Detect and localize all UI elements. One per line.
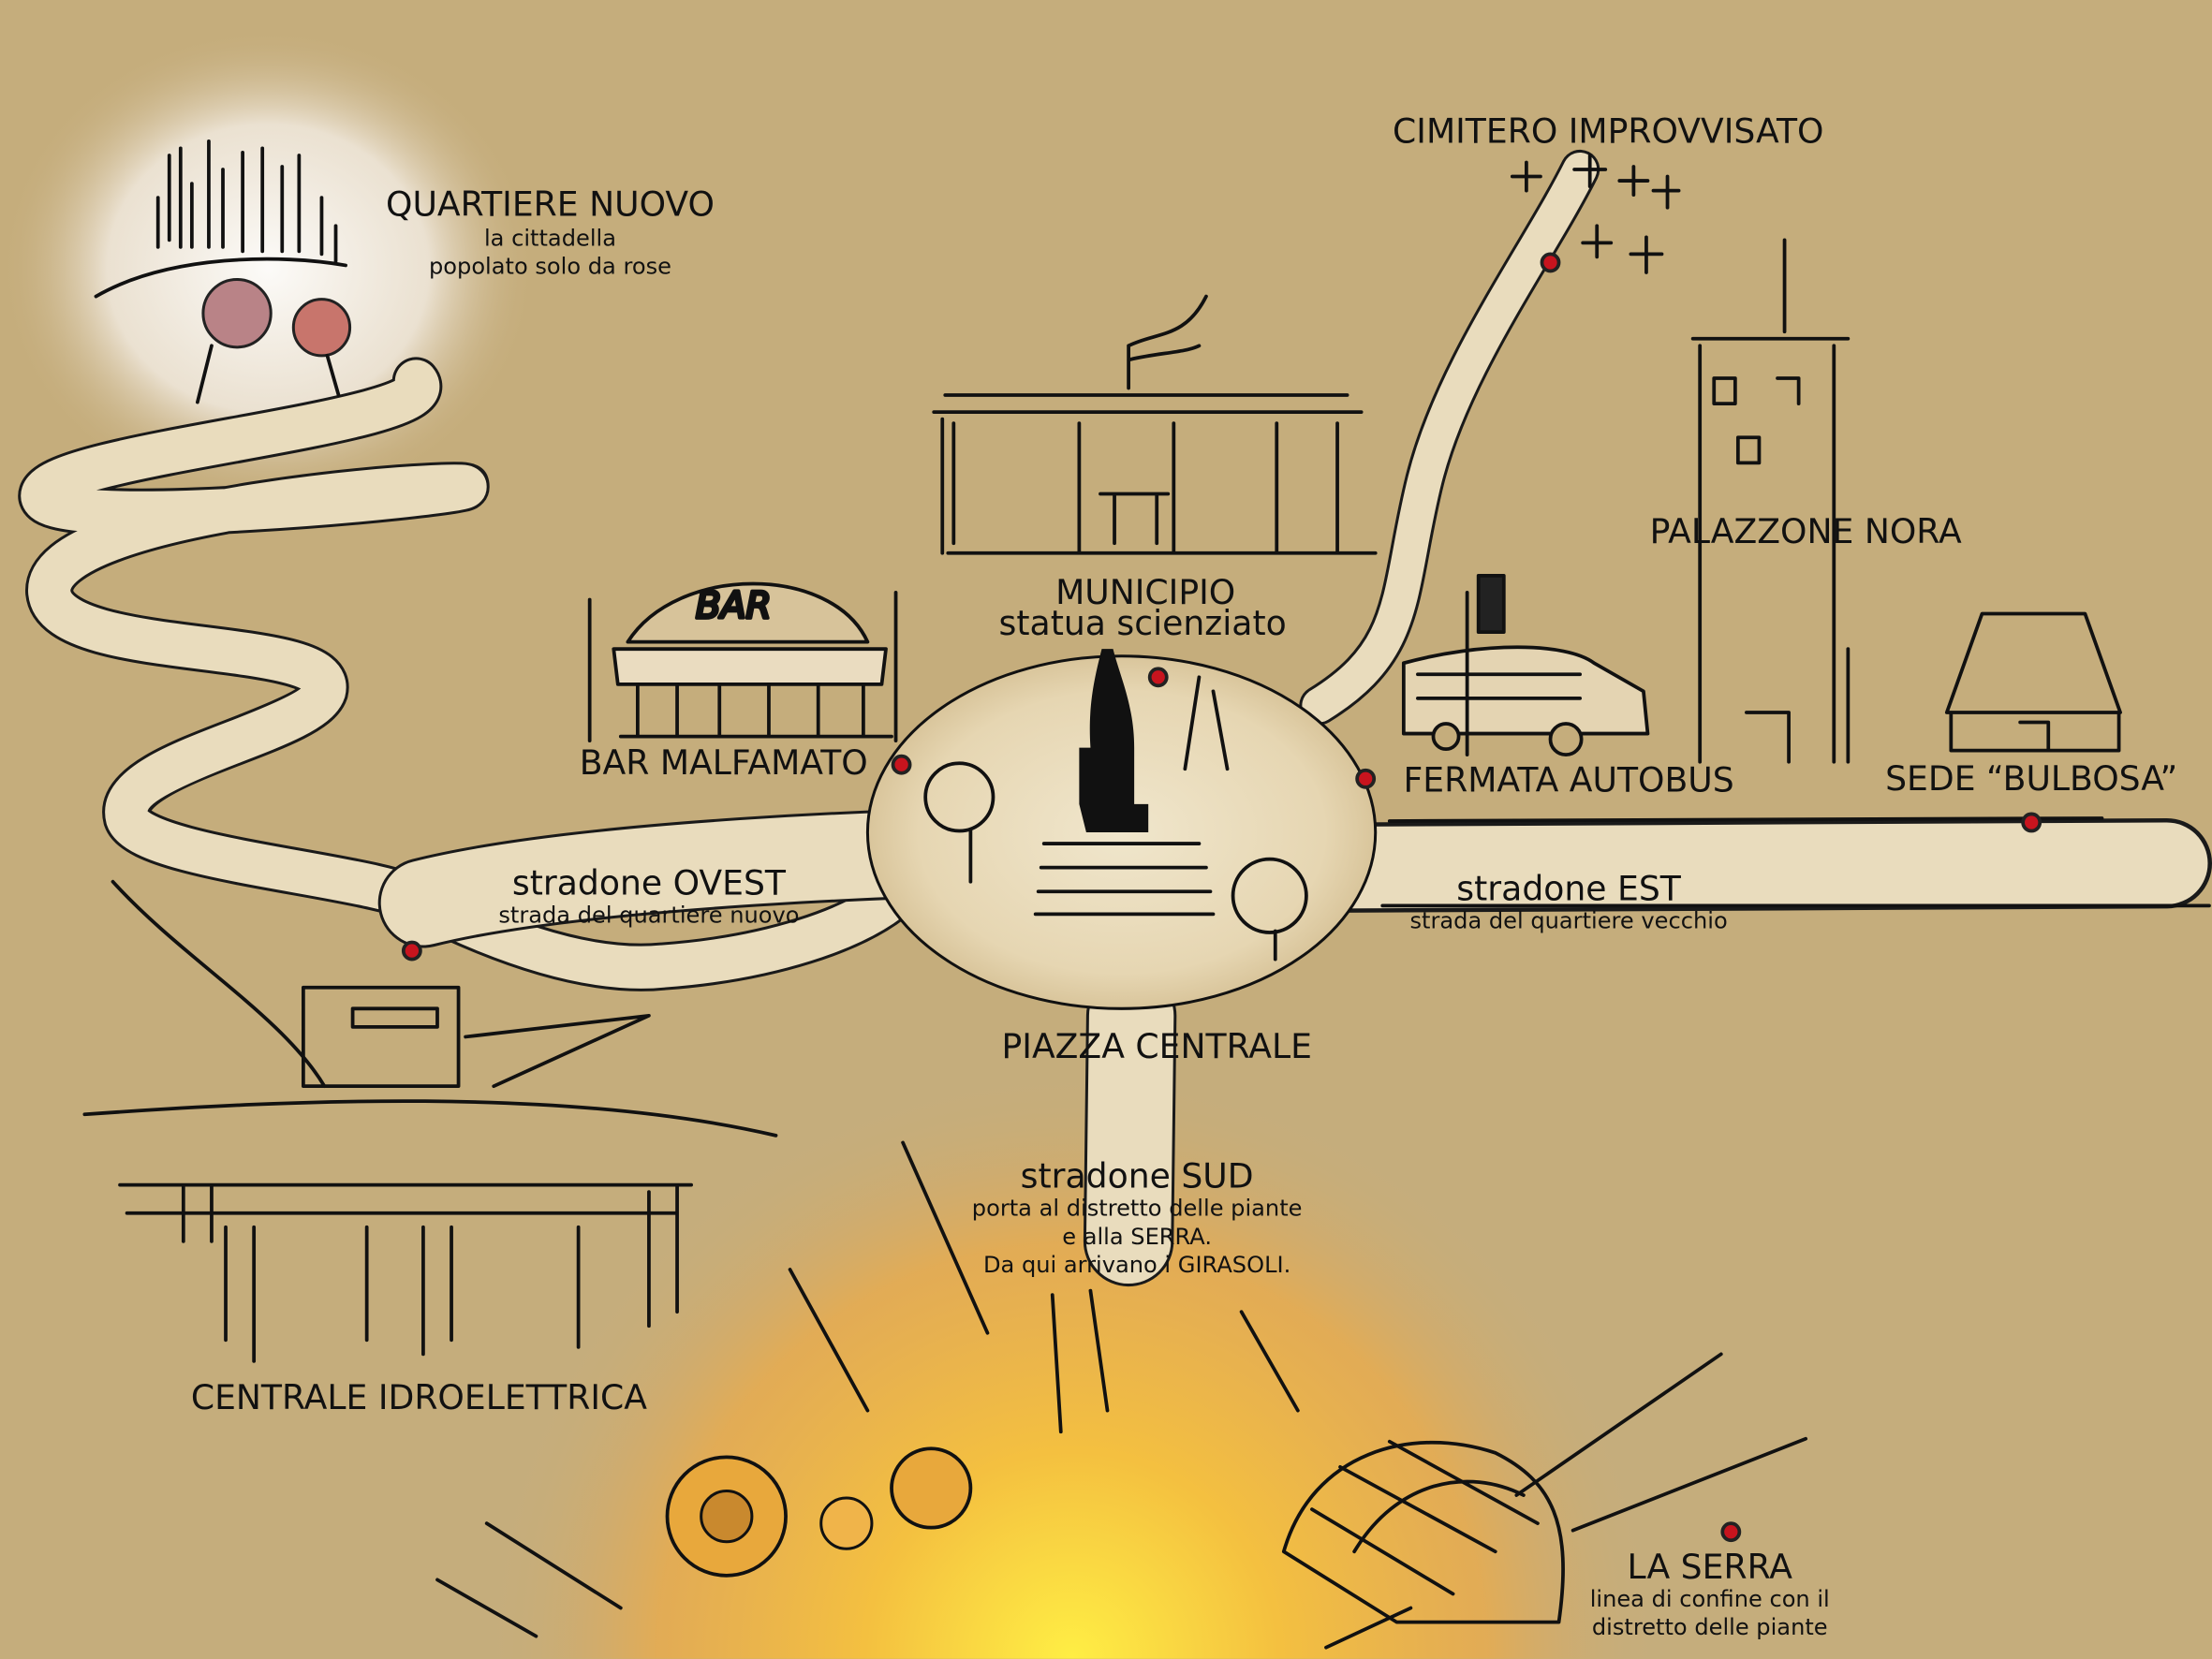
sun-glow [479, 1066, 1665, 1659]
label-sud-line: Da qui arrivano i GIRASOLI. [983, 1252, 1290, 1278]
label-piazza: PIAZZA CENTRALE [1002, 1026, 1312, 1066]
sede-bulbosa-building [1944, 611, 2122, 753]
marker-ovest[interactable] [401, 940, 422, 962]
marker-sede[interactable] [2021, 812, 2042, 833]
bus-icon [1401, 573, 1650, 757]
label-palazzone: PALAZZONE NORA [1650, 511, 1962, 551]
label-serra-line: linea di confine con il [1590, 1586, 1830, 1612]
label-quartiere-nuovo: QUARTIERE NUOVO [386, 184, 715, 225]
label-fermata: FERMATA AUTOBUS [1403, 759, 1733, 800]
label-bar: BAR MALFAMATO [580, 742, 868, 783]
label-est-sub: strada del quartiere vecchio [1409, 907, 1727, 933]
rose-icon [201, 278, 273, 349]
label-sud-line: e alla SERRA. [1062, 1224, 1212, 1250]
quartiere-nuovo-sketch [94, 139, 352, 404]
palazzone-nora-tower [1690, 238, 1851, 764]
labels: QUARTIERE NUOVO la cittadella popolato s… [191, 110, 2177, 1640]
trees [923, 675, 1308, 962]
cemetery-crosses-icon [1510, 154, 1681, 274]
label-ovest-sub: strada del quartiere nuovo [498, 902, 799, 928]
centrale-idroelettrica-sketch [82, 879, 778, 1363]
label-sud-line: porta al distretto delle piante [972, 1196, 1303, 1222]
label-ovest: stradone OVEST [512, 862, 787, 903]
label-sud: stradone SUD [1021, 1156, 1254, 1197]
marker-fermata[interactable] [1355, 768, 1377, 789]
roads [18, 149, 2212, 1287]
label-municipio: MUNICIPIO [1055, 572, 1235, 612]
greenhouse-icon [1281, 1439, 1565, 1624]
marker-serra[interactable] [1720, 1521, 1742, 1543]
map-markers [401, 252, 2042, 1543]
label-est: stradone EST [1456, 868, 1681, 908]
sunflowers-icon [665, 1446, 973, 1578]
bar-building: BAR [587, 581, 898, 742]
municipio-building [932, 294, 1378, 555]
rose-icon [291, 298, 352, 358]
sun-rays [435, 1140, 1808, 1650]
marker-cimitero[interactable] [1540, 252, 1561, 273]
label-quartiere-nuovo-line: la cittadella [484, 225, 616, 251]
label-cimitero: CIMITERO IMPROVVISATO [1393, 110, 1823, 151]
bar-sign-text: BAR [696, 585, 772, 627]
marker-municipio[interactable] [1147, 667, 1169, 688]
label-statua: statua scienziato [999, 603, 1287, 643]
label-serra: LA SERRA [1628, 1547, 1793, 1587]
label-centrale: CENTRALE IDROELETTRICA [191, 1377, 647, 1417]
label-sede: SEDE “BULBOSA” [1885, 758, 2177, 799]
statue-icon [1033, 649, 1216, 917]
label-quartiere-nuovo-line: popolato solo da rose [429, 253, 671, 279]
marker-bar[interactable] [891, 754, 912, 775]
label-serra-line: distretto delle piante [1592, 1614, 1828, 1640]
